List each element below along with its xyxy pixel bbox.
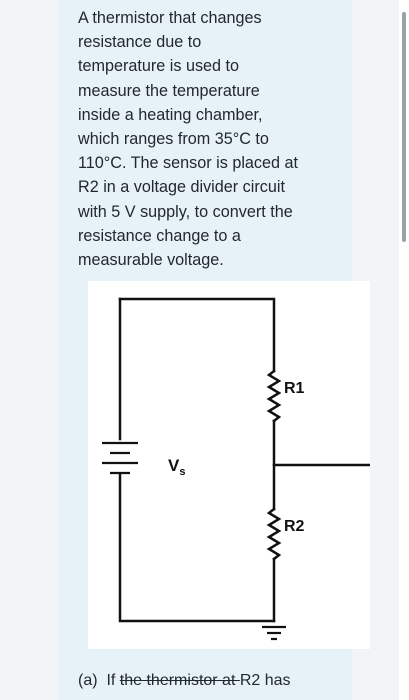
r1-label: R1 [284, 380, 305, 397]
part-a-question: (a) If the thermistor at R2 has [78, 672, 291, 690]
source-label-subscript: s [179, 466, 185, 478]
source-label-main: V [168, 456, 180, 475]
scrollbar-thumb[interactable] [402, 12, 406, 242]
part-a-text-after: R2 has [239, 672, 291, 689]
scrollbar-track[interactable] [399, 0, 409, 700]
battery-icon [102, 441, 138, 475]
part-a-text-before: If [106, 672, 120, 689]
ground-icon [262, 625, 286, 641]
question-text: A thermistor that changes resistance due… [78, 9, 299, 270]
circuit-wire-top [118, 297, 276, 373]
r2-resistor-icon [266, 507, 282, 561]
source-label: Vs [168, 456, 185, 478]
r2-label: R2 [284, 518, 305, 535]
part-a-text-struck: the thermistor at [119, 672, 240, 689]
r1-resistor-icon [266, 369, 282, 423]
voltage-divider-circuit: R1 R2 Vs [88, 281, 370, 649]
part-a-label: (a) [78, 672, 98, 689]
circuit-wire-left-bottom [118, 473, 276, 623]
